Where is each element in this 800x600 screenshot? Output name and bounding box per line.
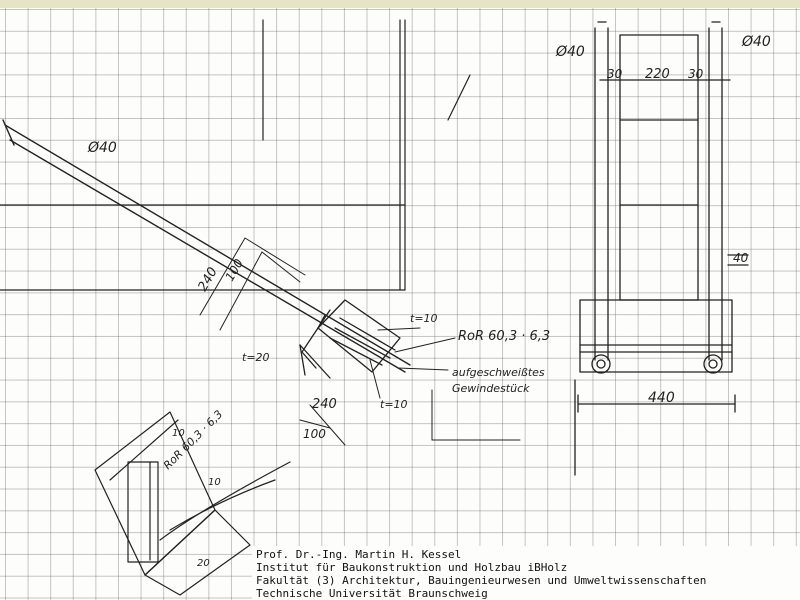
diagonal-pipe <box>2 119 411 373</box>
pipe-dimensions <box>199 237 346 446</box>
label-dim-30b: 30 <box>688 67 704 81</box>
label-sketch-10a: 10 <box>172 428 185 439</box>
label-phi40-left: Ø40 <box>87 140 117 156</box>
credits-block: Prof. Dr.-Ing. Martin H. Kessel Institut… <box>252 546 800 600</box>
label-phi40-right: Ø40 <box>741 34 771 50</box>
credit-faculty: Fakultät (3) Architektur, Bauingenieurwe… <box>256 574 707 587</box>
label-phi40-top: Ø40 <box>555 44 585 60</box>
label-dim-440: 440 <box>648 390 675 406</box>
credit-institute: Institut für Baukonstruktion und Holzbau… <box>256 561 568 574</box>
top-margin-band <box>0 0 800 8</box>
wall-lines <box>0 19 471 291</box>
label-dim-220: 220 <box>645 67 670 82</box>
label-thread-1: aufgeschweißtes <box>452 366 545 379</box>
label-thread-2: Gewindestück <box>452 382 530 395</box>
right-elevation <box>574 21 749 476</box>
label-dim-240-b: 240 <box>312 397 337 412</box>
label-t20: t=20 <box>242 351 270 364</box>
label-dim-100-b: 100 <box>303 427 326 441</box>
label-t10-b: t=10 <box>380 398 408 411</box>
label-t10-a: t=10 <box>410 312 438 325</box>
label-dim-40-side: 40 <box>733 251 749 265</box>
label-ror-main: RoR 60,3 · 6,3 <box>458 329 550 344</box>
credit-author: Prof. Dr.-Ing. Martin H. Kessel <box>256 548 462 561</box>
credit-university: Technische Universität Braunschweig <box>256 587 488 600</box>
label-dim-100-a: 100 <box>222 256 246 283</box>
bracket-assembly <box>299 299 401 379</box>
perspective-sketch <box>94 411 291 596</box>
leader-lines <box>369 327 521 441</box>
label-sketch-20: 20 <box>197 558 210 569</box>
label-sketch-10b: 10 <box>208 477 221 488</box>
label-dim-30a: 30 <box>607 67 623 81</box>
